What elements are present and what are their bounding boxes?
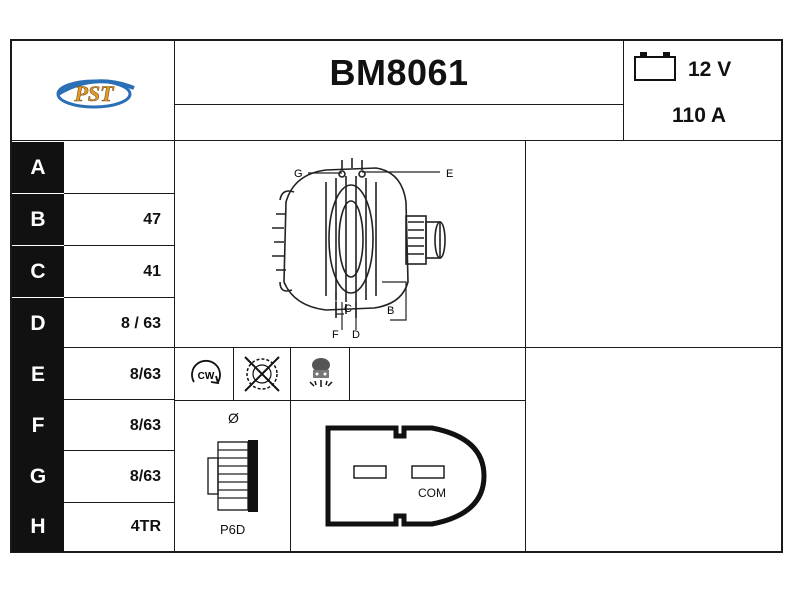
- fan-cross-icon: [244, 356, 280, 392]
- grid-line: [64, 399, 174, 400]
- row-value-e: 8/63: [129, 365, 161, 383]
- part-number: BM8061: [329, 52, 469, 93]
- connector-plug-icon: [325, 425, 487, 527]
- label-f: F: [332, 329, 339, 341]
- grid-line: [11, 140, 782, 141]
- rotation-label: CW: [198, 371, 215, 382]
- rotation-clockwise-icon: CW: [191, 359, 221, 385]
- grid-line: [64, 502, 174, 503]
- grid-line: [64, 297, 174, 298]
- grid-line: [175, 104, 624, 105]
- grid-line: [233, 348, 234, 400]
- brand-logo: PST: [56, 79, 135, 109]
- grid-line: [623, 40, 624, 141]
- label-g: G: [294, 168, 303, 180]
- row-value-b: 47: [143, 210, 161, 228]
- label-b: B: [387, 305, 394, 317]
- row-value-c: 41: [143, 262, 161, 280]
- row-letter-d: D: [12, 298, 64, 349]
- row-letter-g: G: [12, 451, 64, 502]
- grid-line: [64, 347, 174, 348]
- spec-sheet-frame: [10, 39, 783, 553]
- row-letter-e: E: [12, 349, 64, 400]
- connector-com-label: COM: [418, 486, 446, 500]
- grid-line: [64, 193, 174, 194]
- logo-text: PST: [73, 81, 115, 106]
- label-c: C: [344, 303, 352, 315]
- row-value-h: 4TR: [130, 518, 161, 535]
- row-value-g: 8/63: [129, 467, 161, 485]
- amperage-value: 110 A: [672, 104, 727, 127]
- grid-line: [175, 347, 782, 348]
- row-letter-c: C: [12, 246, 64, 297]
- label-e: E: [446, 168, 453, 180]
- grid-line: [175, 400, 525, 401]
- pulley-type: P6D: [220, 522, 246, 537]
- grid-line: [64, 450, 174, 451]
- battery-icon: [634, 52, 676, 81]
- grid-line: [174, 40, 175, 552]
- pulley-icon: [207, 440, 258, 512]
- row-letter-b: B: [12, 194, 64, 245]
- grid-line: [525, 141, 526, 552]
- row-letter-a: A: [12, 142, 64, 193]
- grid-line: [349, 348, 350, 400]
- row-value-d: 8 / 63: [120, 314, 161, 332]
- grid-line: [290, 348, 291, 552]
- grid-line: [64, 245, 174, 246]
- diameter-symbol: Ø: [228, 410, 239, 426]
- row-letter-f: F: [12, 400, 64, 451]
- regulator-icon: [309, 358, 333, 387]
- alternator-drawing: G E C B F D: [272, 158, 453, 341]
- logo-swoosh-arc: [56, 79, 135, 96]
- label-d: D: [352, 329, 360, 341]
- row-letter-h: H: [12, 502, 64, 552]
- voltage-value: 12 V: [688, 58, 732, 81]
- row-value-a: [64, 142, 172, 193]
- row-value-f: 8/63: [129, 416, 161, 434]
